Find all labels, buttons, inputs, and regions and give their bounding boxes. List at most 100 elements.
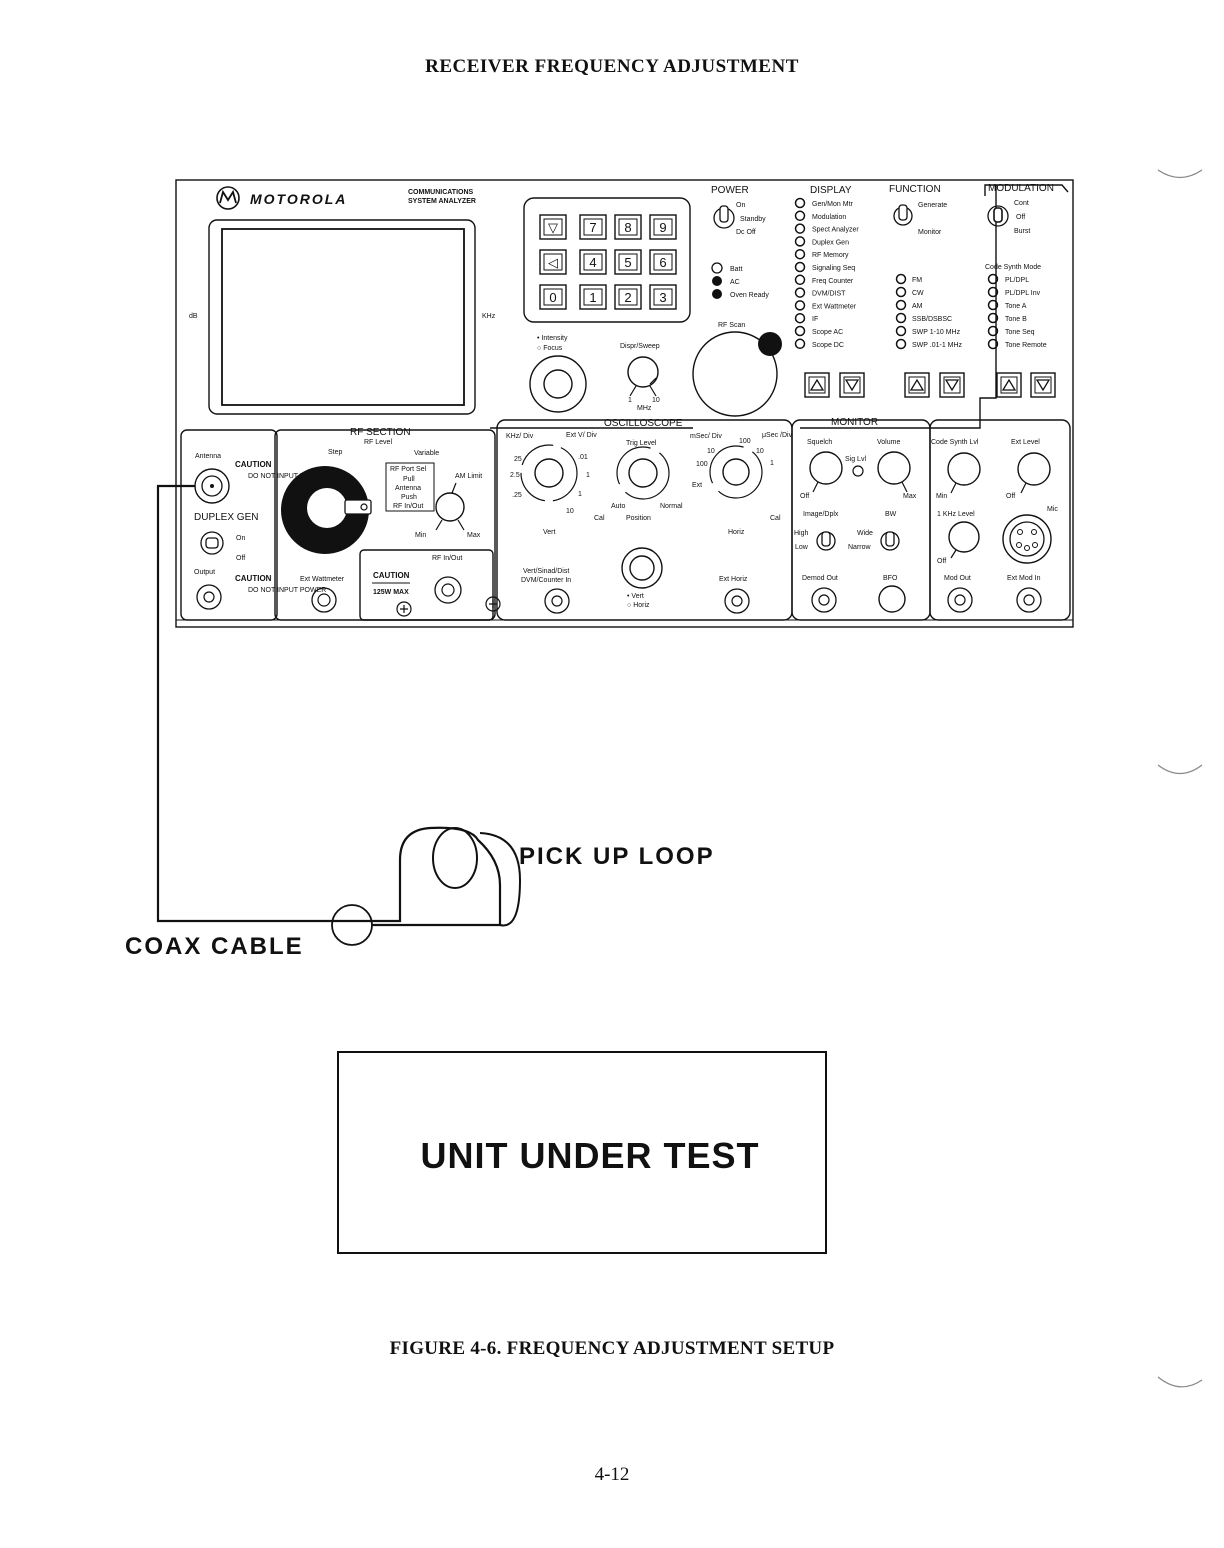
vert-scale-2-5: 2.5 (510, 472, 520, 479)
ext-wattmeter-connector[interactable] (311, 587, 337, 613)
display-select-led[interactable] (794, 261, 806, 273)
rf-ground-screw (396, 601, 412, 617)
ext-mod-in-label: Ext Mod In (1007, 575, 1041, 582)
rf-inout-subsection (359, 549, 494, 621)
brand-name: MOTOROLA (250, 191, 347, 207)
display-select-led[interactable] (794, 197, 806, 209)
dispr-sweep-knob[interactable] (627, 356, 659, 388)
khz-div-label: KHz/ Div (506, 433, 534, 440)
bw-switch[interactable] (880, 531, 900, 551)
trig-level-knob[interactable] (616, 446, 670, 500)
keypad-frame (523, 197, 691, 323)
antenna-connector[interactable] (194, 468, 230, 504)
keypad-key[interactable]: 0 (539, 284, 567, 310)
bfo-knob[interactable] (878, 585, 906, 613)
ext-horiz-label: Ext Horiz (719, 576, 748, 583)
up-arrow-icon (1001, 378, 1017, 391)
monitor-frame (791, 419, 931, 621)
display-select-led[interactable] (794, 338, 806, 350)
power-toggle-switch[interactable] (713, 205, 735, 229)
keypad-key[interactable]: ▽ (539, 214, 567, 240)
function-select-led[interactable] (895, 299, 907, 311)
timebase-knob[interactable] (709, 445, 763, 499)
step-label: Step (328, 449, 343, 456)
keypad-key[interactable]: 7 (579, 214, 607, 240)
function-select-led[interactable] (895, 338, 907, 350)
rf-level-step-knob[interactable] (281, 466, 372, 554)
volume-knob[interactable] (877, 451, 911, 485)
code-synth-mode-label: PL/DPL Inv (1005, 290, 1041, 297)
vertical-scale-knob[interactable] (520, 444, 578, 502)
up-arrow-button[interactable] (996, 372, 1022, 398)
function-select-led[interactable] (895, 312, 907, 324)
intensity-focus-knob-ring[interactable] (529, 355, 587, 413)
rf-max-label: Max (467, 532, 481, 539)
keypad-key[interactable]: ◁ (539, 249, 567, 275)
ext-horiz-connector[interactable] (724, 588, 750, 614)
keypad-key[interactable]: 2 (614, 284, 642, 310)
keypad-key[interactable]: 1 (579, 284, 607, 310)
display-select-led[interactable] (794, 248, 806, 260)
display-select-led[interactable] (794, 300, 806, 311)
demod-out-connector[interactable] (811, 587, 837, 613)
ext-level-knob[interactable] (1017, 452, 1051, 486)
down-arrow-button[interactable] (939, 372, 965, 398)
code-synth-mode-led[interactable] (987, 338, 999, 350)
display-select-led[interactable] (794, 312, 806, 324)
up-arrow-button[interactable] (804, 372, 830, 398)
intensity-focus-knob[interactable] (543, 369, 573, 399)
down-arrow-button[interactable] (1030, 372, 1056, 398)
display-item-label: Freq Counter (812, 278, 854, 285)
function-select-led[interactable] (895, 325, 907, 337)
keypad-key-label: 9 (659, 220, 666, 235)
modulation-toggle-switch[interactable] (987, 205, 1009, 227)
display-select-led[interactable] (794, 210, 806, 222)
analyzer-panel-frame (175, 179, 1074, 628)
squelch-knob[interactable] (809, 451, 843, 485)
keypad-key[interactable]: 8 (614, 214, 642, 240)
auto-label: Auto (611, 503, 626, 510)
code-synth-lvl-knob[interactable] (947, 452, 981, 486)
function-select-led[interactable] (895, 286, 907, 298)
code-synth-mode-led[interactable] (987, 299, 999, 311)
function-toggle-switch[interactable] (893, 204, 913, 226)
code-synth-mode-led[interactable] (987, 286, 999, 298)
monitor-off-label: Off (800, 493, 809, 500)
code-synth-mode-led[interactable] (987, 273, 999, 285)
function-select-led[interactable] (895, 273, 907, 285)
keypad-key[interactable]: 3 (649, 284, 677, 310)
display-select-led[interactable] (794, 223, 806, 234)
image-dplx-switch[interactable] (816, 531, 836, 551)
keypad-key[interactable]: 4 (579, 249, 607, 275)
duplex-gen-switch[interactable] (200, 531, 224, 555)
power-heading: POWER (711, 185, 749, 196)
rf-scan-wheel[interactable] (692, 331, 778, 417)
arrow-buttons-row (804, 372, 1056, 398)
keypad-key[interactable]: 5 (614, 249, 642, 275)
up-arrow-button[interactable] (904, 372, 930, 398)
dvm-counter-in-label: DVM/Counter In (521, 577, 571, 584)
mic-connector[interactable] (1002, 514, 1052, 564)
display-select-led[interactable] (794, 274, 806, 286)
code-synth-mode-label: Tone B (1005, 316, 1027, 323)
display-select-led[interactable] (794, 236, 806, 247)
page-number: 4-12 (594, 1464, 630, 1485)
dvm-counter-connector[interactable] (544, 588, 570, 614)
mod-out-connector[interactable] (947, 587, 973, 613)
push-rf-inout-label: RF In/Out (393, 503, 423, 510)
ext-mod-in-connector[interactable] (1016, 587, 1042, 613)
code-synth-mode-led[interactable] (987, 312, 999, 324)
keypad-key[interactable]: 9 (649, 214, 677, 240)
code-synth-mode-led[interactable] (987, 325, 999, 337)
down-arrow-button[interactable] (839, 372, 865, 398)
rf-inout-connector[interactable] (434, 576, 462, 604)
keypad-key[interactable]: 6 (649, 249, 677, 275)
khz-level-knob[interactable] (948, 521, 980, 553)
display-select-led[interactable] (794, 325, 806, 337)
duplex-gen-heading: DUPLEX GEN (194, 512, 258, 523)
position-knob[interactable] (621, 547, 663, 589)
rf-variable-knob[interactable] (435, 492, 465, 522)
display-select-led[interactable] (794, 287, 806, 298)
output-connector[interactable] (196, 584, 222, 610)
